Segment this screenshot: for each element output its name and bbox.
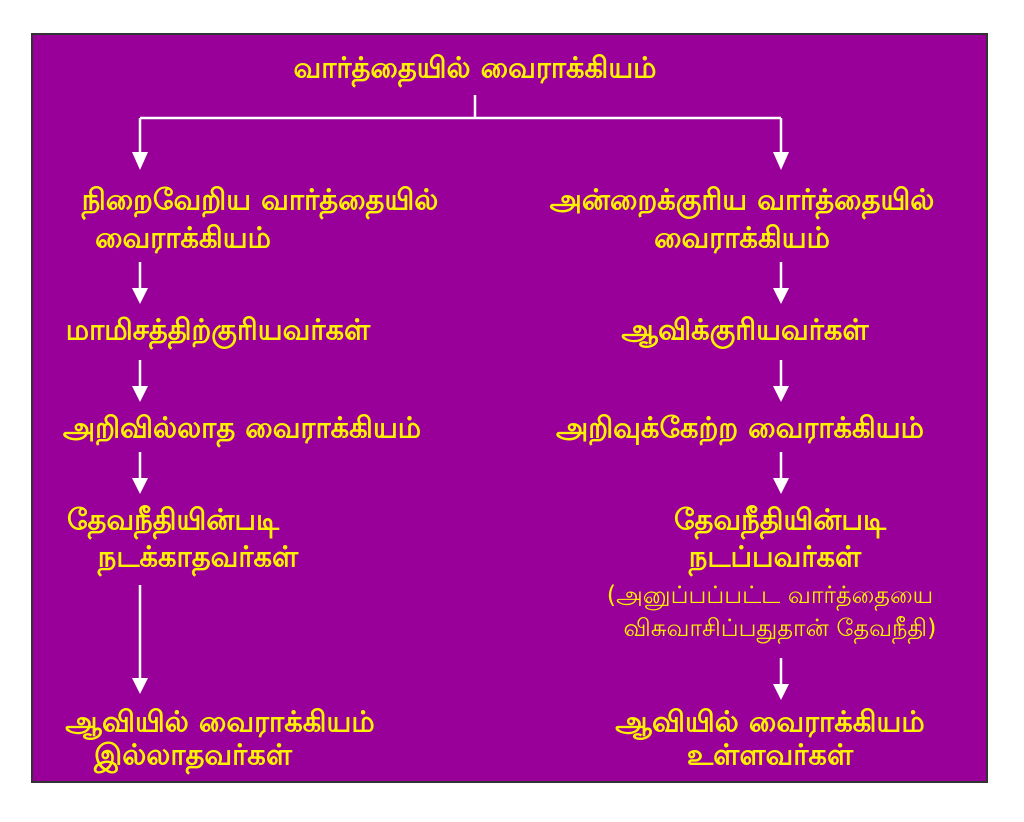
right-node-5-line2: உள்ளவர்கள் xyxy=(686,737,854,772)
diagram-frame xyxy=(31,33,988,783)
right-note-line1: (அனுப்பப்பட்ட வார்த்தையை xyxy=(606,581,934,609)
right-node-3: அறிவுக்கேற்ற வைராக்கியம் xyxy=(555,410,925,445)
right-node-5-line1: ஆவியில் வைராக்கியம் xyxy=(615,704,925,739)
right-node-1-line2: வைராக்கியம் xyxy=(654,220,830,255)
left-node-4-line2: நடக்காதவர்கள் xyxy=(97,539,299,574)
left-node-2: மாமிசத்திற்குரியவர்கள் xyxy=(65,312,371,347)
right-node-1-line1: அன்றைக்குரிய வார்த்தையில் xyxy=(549,182,935,217)
root-node: வார்த்தையில் வைராக்கியம் xyxy=(293,50,657,85)
right-node-4-line2: நடப்பவர்கள் xyxy=(688,539,862,574)
right-node-4-line1: தேவநீதியின்படி xyxy=(673,502,887,537)
left-node-3: அறிவில்லாத வைராக்கியம் xyxy=(62,410,422,445)
left-node-5-line2: இல்லாதவர்கள் xyxy=(93,737,293,772)
left-node-1-line2: வைராக்கியம் xyxy=(95,220,271,255)
right-node-2: ஆவிக்குரியவர்கள் xyxy=(621,312,869,347)
left-node-1-line1: நிறைவேறிய வார்த்தையில் xyxy=(81,182,439,217)
left-node-5-line1: ஆவியில் வைராக்கியம் xyxy=(65,704,375,739)
right-note-line2: விசுவாசிப்பதுதான் தேவநீதி) xyxy=(623,614,937,642)
left-node-4-line1: தேவநீதியின்படி xyxy=(66,502,280,537)
